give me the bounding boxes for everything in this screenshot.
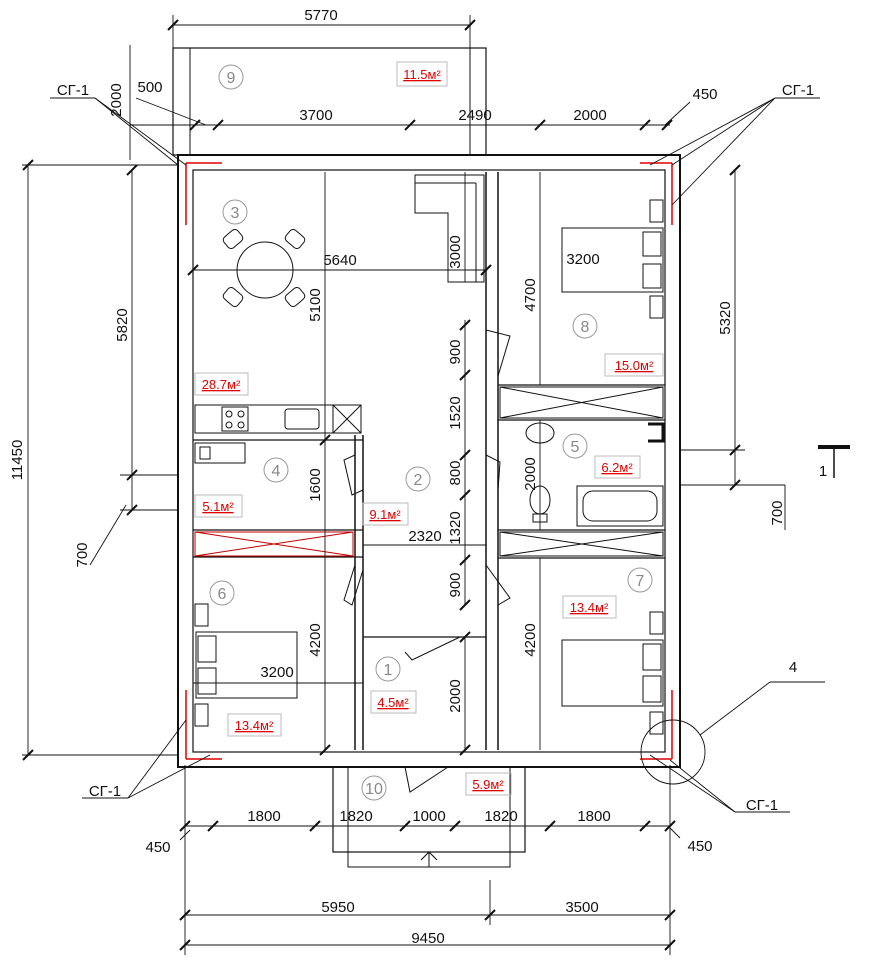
dimension-texts: 5770 500 2000 3700 2490 2000 450 5640 30… — [9, 7, 786, 947]
sg1-label-bottom-left: СГ-1 — [89, 783, 121, 800]
sg1-red-lines — [185, 162, 673, 760]
sofa — [414, 174, 485, 283]
dim-1320: 1320 — [447, 511, 464, 544]
room-area-9: 11.5м² — [403, 67, 441, 82]
room-circles — [209, 64, 653, 801]
dim-5950: 5950 — [321, 899, 354, 916]
room-area-4: 5.1м² — [202, 499, 234, 514]
node-4-label: 4 — [789, 659, 797, 676]
room-area-1: 4.5м² — [377, 695, 409, 710]
dim-1800-right: 1800 — [577, 808, 610, 825]
room-number-4: 4 — [272, 463, 281, 480]
dim-1820-left: 1820 — [339, 808, 372, 825]
room-area-6: 13.4м² — [235, 718, 274, 733]
walls — [172, 47, 681, 868]
dim-900-upper: 900 — [447, 339, 464, 364]
room-number-1: 1 — [384, 662, 393, 679]
dim-1800-left: 1800 — [247, 808, 280, 825]
dim-9450: 9450 — [411, 930, 444, 947]
room-number-9: 9 — [227, 70, 236, 87]
dim-3000: 3000 — [447, 235, 464, 268]
room-number-2: 2 — [414, 472, 423, 489]
bed-room7 — [561, 639, 664, 707]
section-mark-number: 1 — [819, 463, 827, 480]
dim-3200-room8: 3200 — [566, 251, 599, 268]
room-area-5: 6.2м² — [601, 460, 633, 475]
doors — [343, 329, 511, 793]
room-number-7: 7 — [636, 573, 645, 590]
bathtub — [576, 485, 664, 527]
sg1-label-top-left: СГ-1 — [57, 82, 89, 99]
dim-450-bottom-right: 450 — [687, 838, 712, 855]
room-number-10: 10 — [365, 781, 383, 798]
room-number-8: 8 — [581, 319, 590, 336]
room-area-2: 9.1м² — [369, 507, 401, 522]
furniture — [194, 174, 665, 735]
dim-2000-hall: 2000 — [447, 679, 464, 712]
sg1-label-top-right: СГ-1 — [782, 82, 814, 99]
dim-5100: 5100 — [307, 288, 324, 321]
room-area-8: 15.0м² — [615, 358, 654, 373]
dim-700-left: 700 — [74, 542, 91, 567]
dim-11450: 11450 — [9, 440, 26, 481]
bed-room8 — [561, 227, 664, 293]
dim-4700: 4700 — [522, 278, 539, 311]
dim-1820-right: 1820 — [484, 808, 517, 825]
room-number-5: 5 — [571, 439, 580, 456]
dim-5320: 5320 — [717, 301, 734, 334]
room-area-7: 13.4м² — [570, 600, 609, 615]
dim-500: 500 — [137, 79, 162, 96]
room-number-6: 6 — [218, 586, 227, 603]
dim-4200-room7: 4200 — [522, 623, 539, 656]
dim-700-right: 700 — [769, 500, 786, 525]
dim-4200-room6: 4200 — [307, 623, 324, 656]
dim-800: 800 — [447, 460, 464, 485]
dim-5820: 5820 — [114, 308, 131, 341]
dim-2490: 2490 — [458, 107, 491, 124]
dim-1600: 1600 — [307, 468, 324, 501]
dim-2320: 2320 — [408, 528, 441, 545]
room-area-10: 5.9м² — [472, 777, 504, 792]
dim-2000-top: 2000 — [573, 107, 606, 124]
dim-5770: 5770 — [304, 7, 337, 24]
dim-2000-balcony: 2000 — [108, 83, 125, 116]
dim-1000: 1000 — [412, 808, 445, 825]
dim-900-lower: 900 — [447, 572, 464, 597]
room-number-3: 3 — [231, 205, 240, 222]
area-boxes — [194, 61, 664, 796]
dim-3700: 3700 — [299, 107, 332, 124]
dim-1520: 1520 — [447, 396, 464, 429]
dimension-lines — [22, 15, 745, 955]
dim-2000-bath: 2000 — [522, 457, 539, 490]
sg1-label-bottom-right: СГ-1 — [746, 797, 778, 814]
node-4-callout — [640, 719, 706, 785]
room-area-3: 28.7м² — [202, 377, 241, 392]
section-mark — [818, 445, 850, 478]
dim-3200-room6: 3200 — [260, 664, 293, 681]
leader-lines — [50, 97, 825, 841]
dim-5640: 5640 — [323, 252, 356, 269]
dim-450-top: 450 — [692, 86, 717, 103]
dim-3500: 3500 — [565, 899, 598, 916]
wardrobes — [194, 386, 664, 557]
bed-room6 — [195, 631, 298, 699]
dim-450-bottom-left: 450 — [145, 839, 170, 856]
